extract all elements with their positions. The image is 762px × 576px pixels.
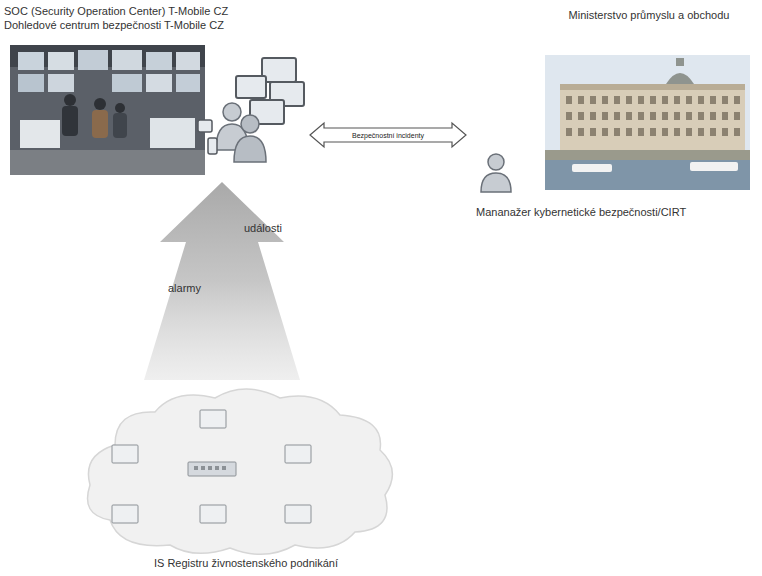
flow-arrow <box>144 182 300 380</box>
node-title: Ministerstvo průmyslu a obchodu <box>540 8 758 22</box>
soc-node: SOC (Security Operation Center) T-Mobile… <box>4 4 306 180</box>
double-arrow <box>310 123 466 147</box>
node-subtitle: Dohledové centrum bezpečnosti T-Mobile C… <box>4 18 306 32</box>
system-caption: IS Registru živnostenského podnikání <box>80 556 412 570</box>
manager-person-icon <box>481 154 511 192</box>
flow-label: alarmy <box>168 282 201 295</box>
flow-label: události <box>244 222 282 235</box>
soc-photo <box>10 45 205 175</box>
edge-label: Bezpečnostní incidenty <box>350 131 426 140</box>
role-label: Mananažer kybernetické bezpečnosti/CIRT <box>476 205 686 219</box>
ministry-photo <box>545 55 750 190</box>
node-title: SOC (Security Operation Center) T-Mobile… <box>4 4 306 18</box>
ministry-node: Ministerstvo průmyslu a obchoduMananažer… <box>470 8 758 222</box>
network-cloud <box>88 389 393 554</box>
soc-operators-icon <box>198 58 304 162</box>
cloud-node: IS Registru živnostenského podnikání <box>80 380 412 572</box>
